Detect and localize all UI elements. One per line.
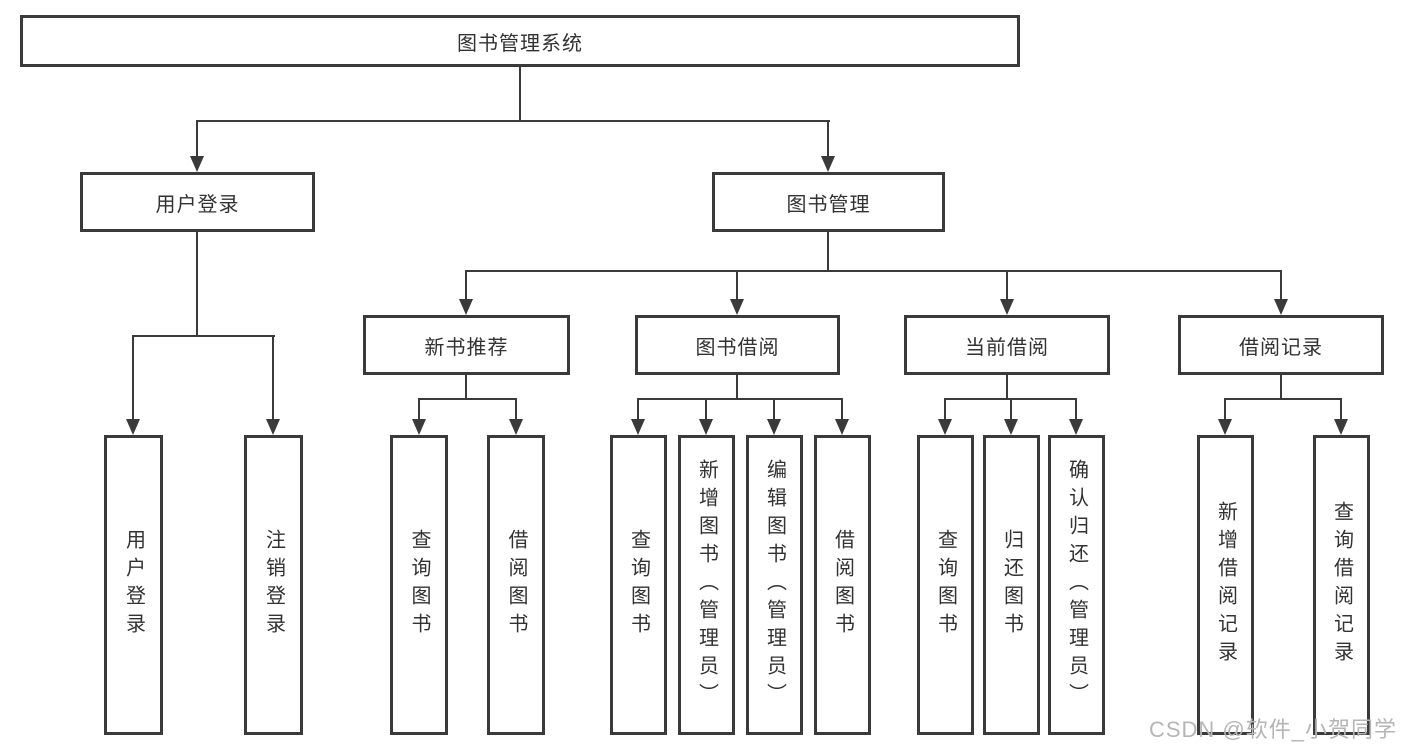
arrow-down-icon	[190, 156, 204, 172]
connector-to-user-login	[196, 120, 198, 158]
connector-to-leaf	[705, 398, 707, 421]
node-borrowing-records: 借阅记录	[1178, 315, 1384, 375]
arrow-down-icon	[699, 419, 713, 435]
leaf-user-login: 用户登录	[104, 435, 163, 735]
connector-root-bar	[196, 120, 830, 122]
leaf-edit-books-admin: 编辑图书（管理员）	[746, 435, 803, 735]
leaf-label: 新增图书（管理员）	[695, 459, 718, 711]
connector-to-book-borrow	[736, 270, 738, 301]
arrow-down-icon	[126, 419, 140, 435]
leaf-label: 新增借阅记录	[1214, 501, 1237, 669]
arrow-down-icon	[1218, 419, 1232, 435]
leaf-add-books-admin: 新增图书（管理员）	[678, 435, 735, 735]
connector-stub	[465, 375, 467, 398]
arrow-down-icon	[730, 299, 744, 315]
connector-to-leaf	[841, 398, 843, 421]
leaf-query-books: 查询图书	[610, 435, 667, 735]
connector-user-login-bar	[132, 335, 275, 337]
leaf-label: 用户登录	[122, 529, 145, 641]
leaf-label: 查询借阅记录	[1330, 501, 1353, 669]
node-new-book-recommendation: 新书推荐	[363, 315, 570, 375]
leaf-query-books: 查询图书	[917, 435, 974, 735]
connector-root-stub	[519, 67, 521, 120]
leaf-label: 注销登录	[262, 529, 285, 641]
node-user-login: 用户登录	[80, 172, 315, 232]
node-label: 图书管理系统	[457, 32, 583, 55]
connector-to-leaf	[773, 398, 775, 421]
leaf-label: 归还图书	[1000, 529, 1023, 641]
connector-to-leaf	[637, 398, 639, 421]
connector-to-leaf	[132, 335, 134, 421]
connector-bar	[637, 398, 842, 400]
arrow-down-icon	[459, 299, 473, 315]
node-library-management-system: 图书管理系统	[20, 15, 1020, 67]
leaf-confirm-return-admin: 确认归还（管理员）	[1048, 435, 1105, 735]
connector-to-leaf	[1010, 398, 1012, 421]
connector-to-leaf	[1340, 398, 1342, 421]
node-book-management: 图书管理	[712, 172, 945, 232]
arrow-down-icon	[1000, 299, 1014, 315]
leaf-label: 查询图书	[627, 529, 650, 641]
connector-book-management-bar	[465, 270, 1282, 272]
connector-to-leaf	[1224, 398, 1226, 421]
leaf-borrow-books: 借阅图书	[814, 435, 871, 735]
node-label: 图书管理	[786, 193, 871, 216]
arrow-down-icon	[821, 156, 835, 172]
connector-stub	[736, 375, 738, 398]
connector-to-borrow-records	[1280, 270, 1282, 301]
connector-to-leaf	[272, 335, 274, 421]
arrow-down-icon	[1334, 419, 1348, 435]
leaf-label: 查询图书	[934, 529, 957, 641]
leaf-query-books: 查询图书	[390, 435, 448, 735]
leaf-add-borrow-record: 新增借阅记录	[1197, 435, 1254, 735]
arrow-down-icon	[631, 419, 645, 435]
leaf-logout: 注销登录	[244, 435, 303, 735]
node-label: 借阅记录	[1239, 336, 1323, 359]
connector-to-leaf	[418, 398, 420, 421]
node-label: 用户登录	[155, 193, 240, 216]
arrow-down-icon	[1004, 419, 1018, 435]
arrow-down-icon	[767, 419, 781, 435]
arrow-down-icon	[509, 419, 523, 435]
leaf-borrow-books: 借阅图书	[487, 435, 545, 735]
connector-stub	[1006, 375, 1008, 398]
node-label: 当前借阅	[965, 336, 1049, 359]
connector-book-management-stub	[827, 232, 829, 270]
connector-bar	[418, 398, 517, 400]
node-label: 新书推荐	[424, 336, 509, 359]
node-book-borrowing: 图书借阅	[635, 315, 840, 375]
arrow-down-icon	[835, 419, 849, 435]
node-current-borrowing: 当前借阅	[904, 315, 1110, 375]
connector-to-book-management	[827, 120, 829, 158]
connector-to-current-borrow	[1006, 270, 1008, 301]
leaf-label: 编辑图书（管理员）	[763, 459, 786, 711]
arrow-down-icon	[1069, 419, 1083, 435]
arrow-down-icon	[412, 419, 426, 435]
connector-stub	[1280, 375, 1282, 398]
node-label: 图书借阅	[695, 336, 780, 359]
connector-to-leaf	[944, 398, 946, 421]
arrow-down-icon	[1274, 299, 1288, 315]
connector-bar	[1224, 398, 1341, 400]
leaf-label: 借阅图书	[505, 529, 527, 641]
csdn-watermark: CSDN @软件_小贺同学	[1148, 717, 1397, 742]
connector-user-login-stub	[196, 232, 198, 335]
leaf-query-borrow-record: 查询借阅记录	[1313, 435, 1370, 735]
leaf-return-books: 归还图书	[983, 435, 1040, 735]
leaf-label: 借阅图书	[831, 529, 854, 641]
connector-to-leaf	[1075, 398, 1077, 421]
connector-to-leaf	[515, 398, 517, 421]
connector-to-new-book	[465, 270, 467, 301]
leaf-label: 查询图书	[408, 529, 430, 641]
arrow-down-icon	[938, 419, 952, 435]
leaf-label: 确认归还（管理员）	[1065, 459, 1088, 711]
arrow-down-icon	[266, 419, 280, 435]
